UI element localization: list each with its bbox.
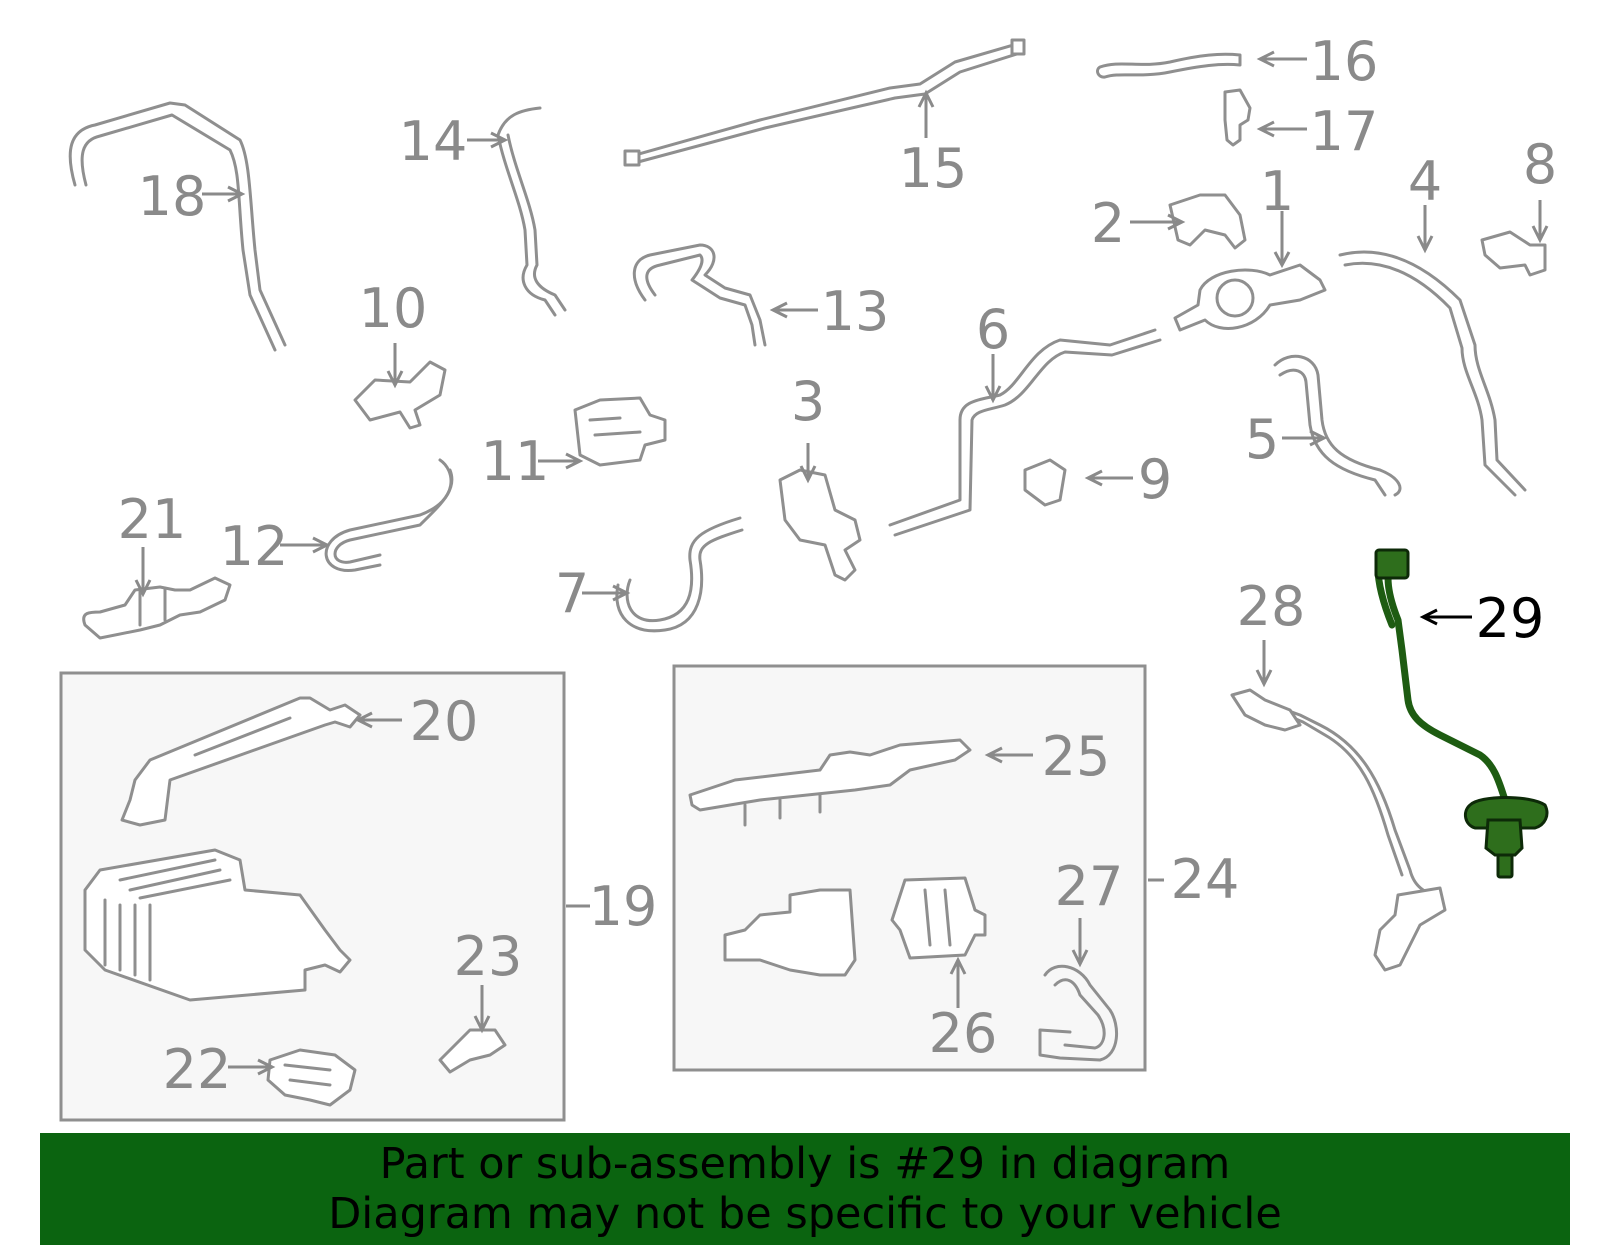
callout-20: 20 xyxy=(410,690,479,753)
callout-5: 5 xyxy=(1245,408,1279,471)
part-25-bracket xyxy=(688,738,972,827)
part-27-hose xyxy=(1038,964,1119,1062)
part-21-bracket xyxy=(82,576,232,640)
part-10-sensor xyxy=(353,360,447,430)
info-banner: Part or sub-assembly is #29 in diagram D… xyxy=(40,1133,1570,1245)
part-17-clip xyxy=(1223,88,1252,147)
callout-19: 19 xyxy=(589,875,658,938)
part-20-bracket xyxy=(120,696,362,827)
callout-29: 29 xyxy=(1476,587,1545,650)
part-14-hose xyxy=(496,106,567,317)
callout-3: 3 xyxy=(791,370,825,433)
part-canister xyxy=(83,848,352,1002)
part-4-hose xyxy=(1338,250,1527,497)
banner-line-2: Diagram may not be specific to your vehi… xyxy=(328,1189,1282,1239)
part-23-clip xyxy=(438,1028,507,1074)
part-2-bracket xyxy=(1168,193,1247,250)
callout-27: 27 xyxy=(1055,855,1124,918)
callout-13: 13 xyxy=(821,280,890,343)
part-28-sensor xyxy=(1230,688,1447,972)
callout-18: 18 xyxy=(138,165,207,228)
part-3-valve xyxy=(778,468,862,582)
part-26-valve xyxy=(890,876,987,960)
callout-11: 11 xyxy=(481,430,550,493)
part-29-oxygen-sensor xyxy=(1374,548,1549,879)
part-18-hose xyxy=(68,101,287,352)
callout-2: 2 xyxy=(1091,192,1125,255)
part-24-valve xyxy=(723,888,857,977)
callout-8: 8 xyxy=(1523,133,1557,196)
callout-21: 21 xyxy=(118,488,187,551)
banner-line-1: Part or sub-assembly is #29 in diagram xyxy=(379,1139,1231,1189)
part-6-hose xyxy=(888,328,1162,537)
callout-23: 23 xyxy=(454,925,523,988)
part-12-hose xyxy=(324,458,454,572)
part-13-hose xyxy=(632,243,767,347)
callout-28: 28 xyxy=(1237,575,1306,638)
part-9-clip xyxy=(1023,458,1067,507)
callout-4: 4 xyxy=(1408,150,1442,213)
leader-lines xyxy=(134,50,1549,1076)
group-box-24 xyxy=(672,664,1147,1072)
part-7-hose xyxy=(615,516,744,633)
callout-1: 1 xyxy=(1260,160,1294,223)
callout-24: 24 xyxy=(1171,848,1240,911)
callout-12: 12 xyxy=(220,515,289,578)
part-1-valve xyxy=(1173,263,1327,332)
callout-6: 6 xyxy=(976,298,1010,361)
callout-22: 22 xyxy=(163,1038,232,1101)
part-22-hose xyxy=(266,1048,357,1107)
part-16-hose xyxy=(1096,52,1242,79)
callout-16: 16 xyxy=(1310,30,1379,93)
callout-17: 17 xyxy=(1310,100,1379,163)
callout-25: 25 xyxy=(1042,725,1111,788)
part-11-valve xyxy=(573,396,667,467)
part-5-hose xyxy=(1273,354,1402,497)
callout-15: 15 xyxy=(899,137,968,200)
part-8-clip xyxy=(1480,230,1547,277)
part-15-tube xyxy=(623,38,1026,167)
callout-7: 7 xyxy=(555,562,589,625)
callout-10: 10 xyxy=(359,277,428,340)
callout-26: 26 xyxy=(929,1002,998,1065)
callout-14: 14 xyxy=(399,110,468,173)
callout-9: 9 xyxy=(1138,448,1172,511)
